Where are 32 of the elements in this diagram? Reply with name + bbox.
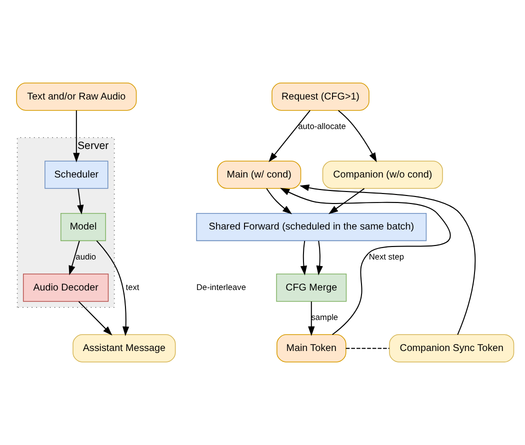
edge-label: auto-allocate — [298, 121, 346, 132]
edge-label: audio — [76, 251, 96, 262]
arrow — [280, 188, 451, 336]
node-box: Assistant Message — [72, 334, 176, 362]
node-box: Main (w/ cond) — [217, 160, 302, 189]
label: De-interleave — [196, 282, 246, 292]
arrow — [300, 240, 308, 276]
arrow — [300, 184, 476, 336]
arrow — [78, 301, 112, 336]
arrow — [266, 188, 292, 214]
edge-label: Next step — [368, 251, 404, 262]
edge-label: text — [126, 282, 140, 292]
arrow — [73, 110, 80, 162]
node-box: Model — [60, 213, 106, 242]
arrow — [268, 110, 311, 162]
arrow — [68, 240, 80, 276]
node-box: CFG Merge — [276, 274, 347, 302]
node-box: Scheduler — [44, 160, 108, 189]
arrow — [316, 240, 323, 276]
connector — [345, 348, 390, 349]
arrow — [328, 188, 365, 214]
arrow — [308, 301, 315, 336]
node-box: Companion (w/o cond) — [322, 160, 443, 189]
node-box: Request (CFG>1) — [272, 82, 370, 111]
node-box: Shared Forward (scheduled in the same batch) — [196, 213, 427, 242]
arrow — [77, 188, 84, 215]
node-box: Audio Decoder — [22, 274, 109, 302]
arrow — [338, 110, 377, 162]
node-box: Text and/or Raw Audio — [16, 82, 137, 111]
node-box: Main Token — [276, 334, 346, 362]
arrow — [96, 240, 130, 336]
node-box: Companion Sync Token — [389, 334, 514, 362]
